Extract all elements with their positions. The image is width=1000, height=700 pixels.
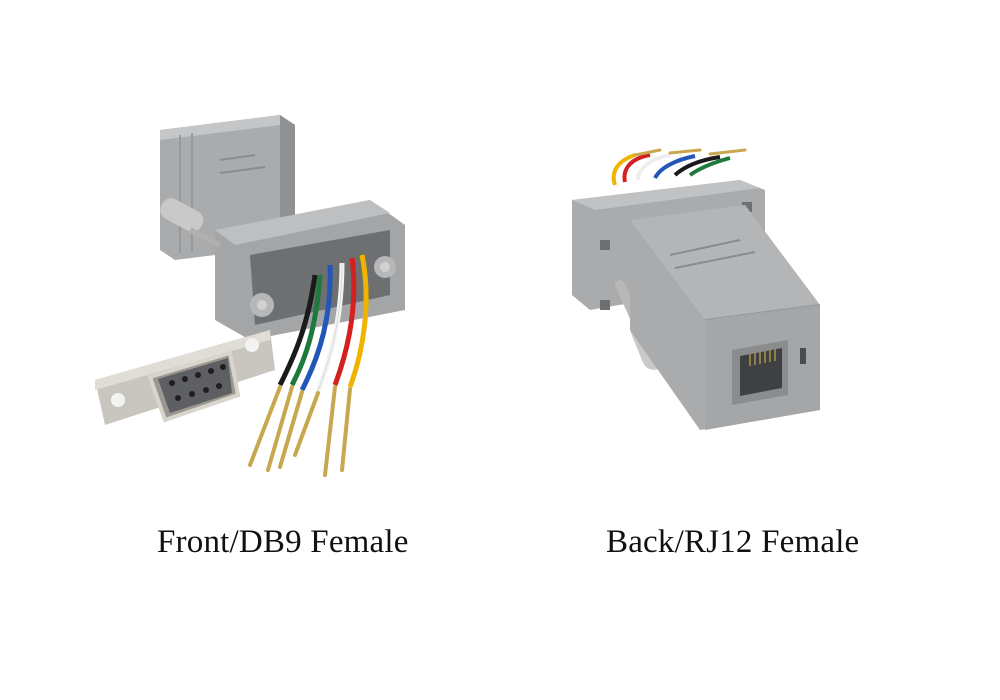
screw-icon xyxy=(257,300,267,310)
caption-back-rj12: Back/RJ12 Female xyxy=(606,524,860,560)
thumbscrew-icon xyxy=(160,198,204,232)
rj12-adapter-back-photo xyxy=(572,148,821,430)
caption-front-db9: Front/DB9 Female xyxy=(157,524,409,560)
screw-icon xyxy=(380,262,390,272)
db9-adapter-front-photo xyxy=(95,115,405,477)
